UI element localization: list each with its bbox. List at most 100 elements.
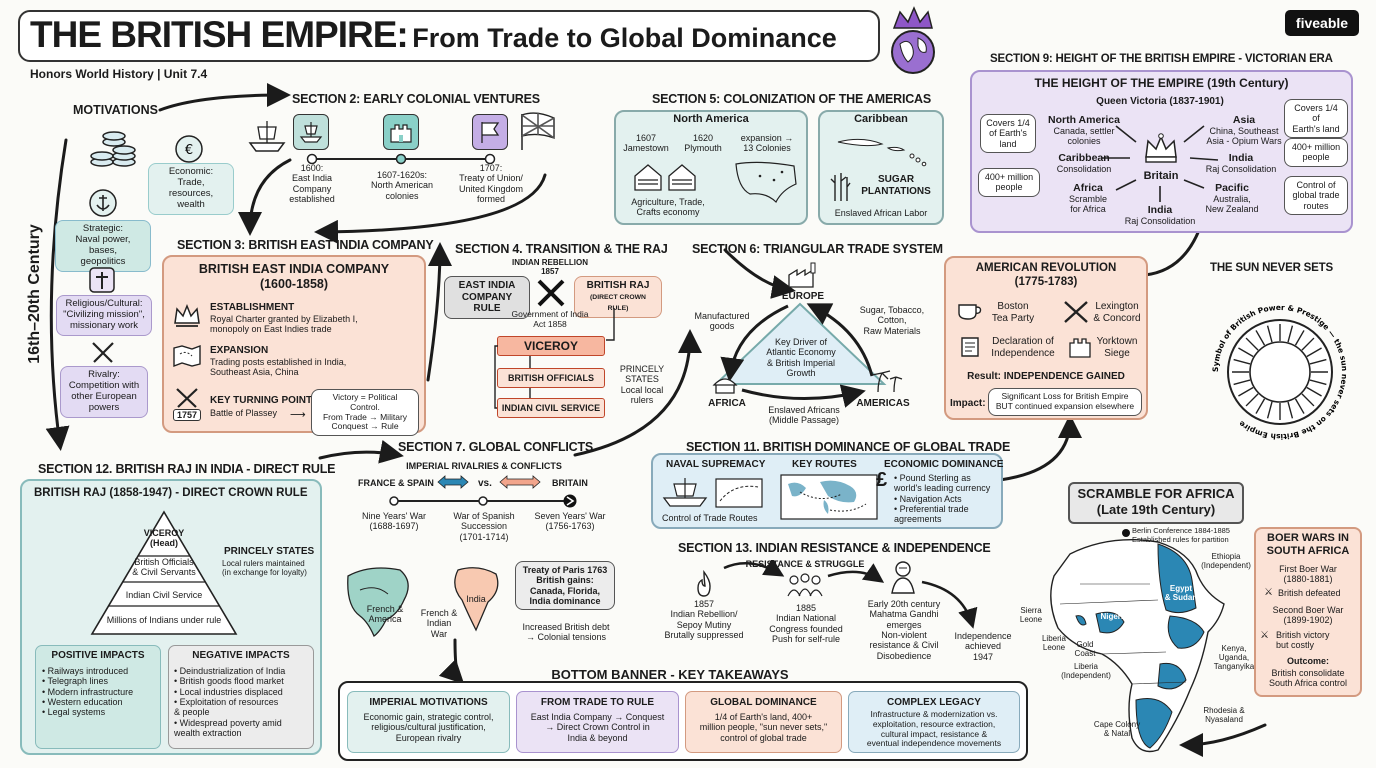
pound-sign-icon: £ xyxy=(876,469,888,491)
sun-ray xyxy=(1287,401,1294,419)
indian-civil-service-box: INDIAN CIVIL SERVICE xyxy=(497,398,605,418)
sun-heading: THE SUN NEVER SETS xyxy=(1210,262,1333,274)
economic-dominance-list: • Pound Sterling as world's leading curr… xyxy=(894,473,991,525)
versus-label: vs. xyxy=(478,478,492,489)
factory-icon xyxy=(786,260,820,290)
raw-materials: Sugar, Tobacco, Cotton, Raw Materials xyxy=(859,305,925,336)
page-subtitle: Honors World History | Unit 7.4 xyxy=(30,67,208,81)
britain-spokes xyxy=(1102,125,1219,202)
congress-people-icon xyxy=(786,572,824,600)
region-india-east-name: India xyxy=(1228,152,1254,164)
sun-ray xyxy=(1238,386,1254,397)
na-economy: Agriculture, Trade, Crafts economy xyxy=(631,197,705,218)
crown-icon xyxy=(172,302,202,330)
caribbean-map-icon xyxy=(832,132,932,168)
resistance-1885: 1885 Indian National Congress founded Pu… xyxy=(769,603,843,645)
region-caribbean-name: Caribbean xyxy=(1058,152,1110,164)
takeaway-trade-rule xyxy=(516,691,679,753)
transition-x-icon xyxy=(534,276,568,310)
label-ethiopia: Ethiopia (Independent) xyxy=(1201,552,1251,571)
boer-first-icon: ⚔ xyxy=(1264,587,1273,598)
key-routes-heading: KEY ROUTES xyxy=(792,459,857,470)
boston-tea-party: Boston Tea Party xyxy=(991,301,1035,324)
resistance-subheading: RESISTANCE & STRUGGLE xyxy=(745,559,865,569)
declaration-independence: Declaration of Independence xyxy=(991,336,1055,359)
label-gold-coast: Gold Coast xyxy=(1074,640,1096,659)
region-north-america-name: North America xyxy=(1048,114,1120,126)
sun-ray xyxy=(1287,325,1294,343)
map-french-indian-war: French & Indian War xyxy=(420,608,458,639)
raj-pyramid xyxy=(90,510,238,635)
turning-point-heading: KEY TURNING POINT xyxy=(210,395,313,406)
sun-ray xyxy=(1238,347,1254,358)
crossed-swords-icon xyxy=(90,340,116,366)
label-cape-colony: Cape Colony & Natal xyxy=(1093,720,1141,739)
imperial-crown-icon xyxy=(1142,132,1180,166)
war-spanish-succession: War of Spanish Succession (1701-1714) xyxy=(453,511,515,542)
venture-1707: 1707: Treaty of Union/ United Kingdom fo… xyxy=(458,163,524,205)
takeaway-motivations-text: Economic gain, strategic control, religi… xyxy=(363,712,494,743)
africa-map xyxy=(1050,539,1225,753)
treaty-of-paris-box: Treaty of Paris 1763 British gains: Cana… xyxy=(515,561,615,611)
eic-rule-box: EAST INDIA COMPANY RULE xyxy=(444,276,530,319)
label-egypt-sudan: Egypt & Sudan xyxy=(1164,584,1198,603)
section-11-heading: SECTION 11. BRITISH DOMINANCE OF GLOBAL … xyxy=(686,440,1011,454)
caribbean-label: Caribbean xyxy=(854,113,908,125)
wars-timeline xyxy=(389,494,577,508)
control-trade-routes: Control of Trade Routes xyxy=(662,513,758,523)
fort-icon xyxy=(383,114,419,150)
union-jack-icon xyxy=(516,110,558,152)
motivation-rivalry: Rivalry: Competition with other European… xyxy=(60,366,148,418)
bottom-banner-title: BOTTOM BANNER - KEY TAKEAWAYS xyxy=(551,667,789,682)
section-7-heading: SECTION 7. GLOBAL CONFLICTS xyxy=(398,440,594,454)
muskets-icon xyxy=(1062,300,1090,324)
sun-emblem: Symbol of British Power & Prestige — the… xyxy=(1211,303,1349,441)
takeaway-motivations-heading: IMPERIAL MOTIVATIONS xyxy=(369,697,488,708)
britain-label: BRITAIN xyxy=(552,478,588,488)
eic-expansion-text: Trading posts established in India, Sout… xyxy=(210,357,347,378)
flame-icon xyxy=(690,570,718,598)
region-africa: Africa Scramble for Africa xyxy=(1056,182,1120,215)
coins-icon xyxy=(88,128,142,174)
map-icon xyxy=(172,343,202,369)
sun-ray xyxy=(1245,337,1259,351)
sun-ray xyxy=(1309,379,1327,386)
france-spain-label: FRANCE & SPAIN xyxy=(358,478,434,488)
label-rhodesia: Rhodesia & Nyasaland xyxy=(1203,706,1245,725)
boer-second-icon: ⚔ xyxy=(1260,630,1269,641)
boer-first-result: British defeated xyxy=(1278,588,1341,598)
sun-ray xyxy=(1301,337,1315,351)
label-sierra-leone: Sierra Leone xyxy=(1019,606,1043,625)
positive-impacts-heading: POSITIVE IMPACTS xyxy=(51,650,145,661)
pyramid-ics: Indian Civil Service xyxy=(125,590,203,600)
title-banner xyxy=(18,10,880,62)
fact-right-land: Covers 1/4 of Earth's land xyxy=(1284,99,1348,139)
thirteen-colonies: expansion → 13 Colonies xyxy=(740,133,794,154)
region-asia-name: Asia xyxy=(1232,114,1256,126)
rebellion-label: INDIAN REBELLION 1857 xyxy=(512,258,588,277)
americas-label: AMERICAS xyxy=(856,398,910,409)
early-ventures-timeline xyxy=(306,153,496,165)
region-africa-text: Scramble for Africa xyxy=(1068,194,1107,215)
india-map-icon xyxy=(448,564,506,632)
region-caribbean: Caribbean Consolidation xyxy=(1046,152,1122,174)
negative-impacts-panel xyxy=(168,645,314,749)
war-seven-years: Seven Years' War (1756-1763) xyxy=(534,511,606,532)
region-asia: Asia China, Southeast Asia - Opium Wars xyxy=(1194,114,1294,147)
boer-outcome-text: British consolidate South Africa control xyxy=(1268,668,1348,689)
brand-logo[interactable]: fiveable xyxy=(1285,10,1359,36)
fact-right-trade: Control of global trade routes xyxy=(1284,176,1348,216)
venture-1607: 1607-1620s: North American colonies xyxy=(370,170,434,201)
region-asia-text: China, Southeast Asia - Opium Wars xyxy=(1206,126,1282,147)
label-kenya-uganda: Kenya, Uganda, Tanganyika xyxy=(1213,644,1255,672)
rivalry-arrow-blue xyxy=(436,474,470,490)
rivalries-subheading: IMPERIAL RIVALRIES & CONFLICTS xyxy=(406,461,562,471)
queen-victoria: Queen Victoria (1837-1901) xyxy=(1096,96,1224,107)
pyramid-officials: British Officials & Civil Servants xyxy=(132,557,196,578)
cross-icon xyxy=(88,266,116,294)
raj-hierarchy-lines xyxy=(494,308,615,409)
naval-supremacy-heading: NAVAL SUPREMACY xyxy=(666,459,766,470)
takeaway-dominance-heading: GLOBAL DOMINANCE xyxy=(710,697,817,708)
middle-passage: Enslaved Africans (Middle Passage) xyxy=(768,405,840,426)
fact-left-land: Covers 1/4 of Earth's land xyxy=(980,114,1036,154)
